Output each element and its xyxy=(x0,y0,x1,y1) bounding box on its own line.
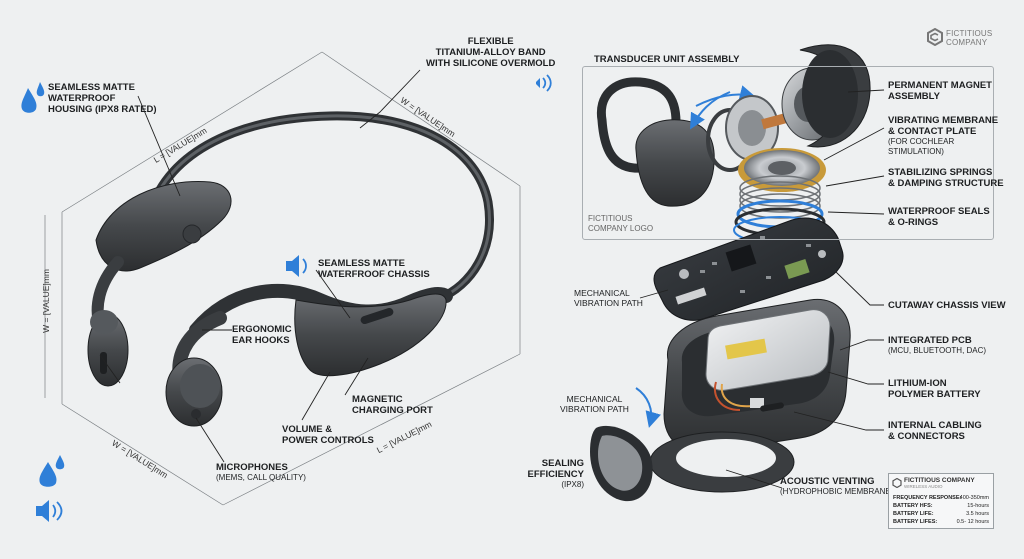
logo-line-1: FICTITIOUS xyxy=(946,29,993,38)
ear-cushion xyxy=(635,119,715,207)
speaker-wave-icon xyxy=(536,74,552,92)
dimension-lines xyxy=(44,51,521,506)
label-springs: STABILIZING SPRINGS & DAMPING STRUCTURE xyxy=(888,167,1004,189)
chassis-body xyxy=(663,298,851,454)
label-company-logo: FICTITIOUS COMPANY LOGO xyxy=(588,214,654,233)
label-microphones: MICROPHONES (MEMS, CALL QUALITY) xyxy=(216,462,306,482)
specs-brand-name: FICTITIOUS COMPANY xyxy=(904,477,975,484)
label-band: FLEXIBLE TITANIUM-ALLOY BAND WITH SILICO… xyxy=(426,36,556,69)
label-ear-hooks: ERGONOMIC EAR HOOKS xyxy=(232,324,292,346)
specs-panel: FICTITIOUS COMPANY WIRELESS AUDIO FREQUE… xyxy=(888,473,994,529)
logo-line-2: COMPANY xyxy=(946,38,988,47)
transducer-exploded xyxy=(596,44,871,244)
label-vibration-path-1: MECHANICAL VIBRATION PATH xyxy=(574,288,643,308)
label-battery: LITHIUM-ION POLYMER BATTERY xyxy=(888,378,981,400)
label-housing: SEAMLESS MATTE WATERPROOF HOUSING (IPX8 … xyxy=(48,82,157,115)
front-housing xyxy=(294,293,447,377)
transducer-assembly-frame xyxy=(582,66,994,240)
specs-brand-sub: WIRELESS AUDIO xyxy=(904,484,943,489)
vent-mesh xyxy=(590,425,653,502)
label-cutaway: CUTAWAY CHASSIS VIEW xyxy=(888,300,1006,311)
rear-housing xyxy=(95,181,232,272)
left-leaders xyxy=(99,69,421,463)
specs-brand: FICTITIOUS COMPANY WIRELESS AUDIO xyxy=(892,477,992,491)
water-drops-icon xyxy=(39,455,65,487)
dim-left-vertical: W = [VALUE]mm xyxy=(40,269,51,333)
company-logo-icon xyxy=(927,28,943,46)
label-vibration-path-2: MECHANICAL VIBRATION PATH xyxy=(560,394,629,414)
acoustic-ring xyxy=(649,431,795,493)
headphone-illustration xyxy=(87,111,494,427)
spec-row: FREQUENCY RESPONSE:400-350mm xyxy=(893,495,989,501)
spec-row: BATTERY HFS:15-hours xyxy=(893,503,989,509)
spec-row: BATTERY LIFES:0.5- 12 hours xyxy=(893,519,989,525)
volume-icon xyxy=(36,500,63,522)
label-sealing: SEALING EFFICIENCY (IPX8) xyxy=(527,458,584,489)
volume-button xyxy=(360,307,394,325)
spec-row: BATTERY LIFE:3.5 hours xyxy=(893,511,989,517)
label-pcb: INTEGRATED PCB (MCU, BLUETOOTH, DAC) xyxy=(888,335,987,355)
label-controls: VOLUME & POWER CONTROLS xyxy=(282,424,374,446)
label-cabling: INTERNAL CABLING & CONNECTORS xyxy=(888,420,982,442)
label-charging: MAGNETIC CHARGING PORT xyxy=(352,394,433,416)
water-drop-icon xyxy=(21,82,45,113)
pcb-board xyxy=(653,217,844,321)
speaker-icon xyxy=(286,255,307,277)
right-leaders xyxy=(639,89,885,489)
company-logo: FICTITIOUS COMPANY xyxy=(926,25,1016,51)
label-venting: ACOUSTIC VENTING (HYDROPHOBIC MEMBRANE) xyxy=(780,476,894,496)
label-assembly-title: TRANSDUCER UNIT ASSEMBLY xyxy=(594,54,740,65)
specs-logo-icon xyxy=(892,478,902,488)
battery-cell xyxy=(705,309,831,391)
label-chassis: SEAMLESS MATTE WATERFROOF CHASSIS xyxy=(318,258,430,280)
label-magnet: PERMANENT MAGNET ASSEMBLY xyxy=(888,80,992,102)
label-membrane: VIBRATING MEMBRANE & CONTACT PLATE (FOR … xyxy=(888,115,999,156)
label-seals: WATERPROOF SEALS & O-RINGS xyxy=(888,206,990,228)
